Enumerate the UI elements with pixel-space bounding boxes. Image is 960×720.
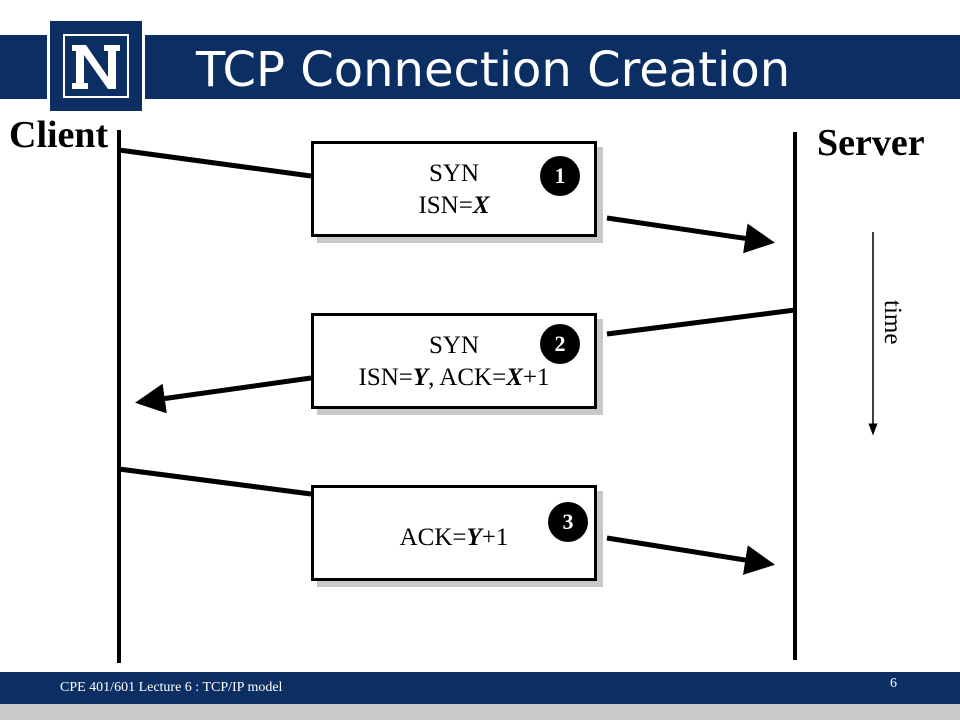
syn-message-box: SYN ISN=X 1 bbox=[311, 141, 597, 237]
syn-arrow-head bbox=[606, 215, 775, 254]
step-number-badge: 3 bbox=[548, 502, 588, 542]
page-title: TCP Connection Creation bbox=[196, 42, 791, 98]
message-text: , ACK= bbox=[428, 364, 507, 391]
variable-text: X bbox=[506, 364, 523, 391]
message-text: +1 bbox=[522, 364, 550, 391]
variable-text: Y bbox=[466, 524, 482, 551]
message-text: ISN= bbox=[418, 192, 473, 219]
ack-arrow-head bbox=[606, 535, 775, 575]
message-line-2: ISN=X bbox=[314, 190, 594, 222]
university-logo bbox=[47, 18, 145, 114]
server-label: Server bbox=[817, 122, 925, 164]
variable-text: Y bbox=[412, 364, 429, 391]
message-line-1: SYN bbox=[428, 332, 479, 359]
step-number-badge: 2 bbox=[540, 324, 580, 364]
message-line-2: ISN=Y, ACK=X+1 bbox=[314, 362, 594, 394]
ack-arrow-tail bbox=[118, 466, 312, 497]
client-label: Client bbox=[9, 114, 109, 156]
variable-text: X bbox=[472, 192, 490, 219]
footer-course-text: CPE 401/601 Lecture 6 : TCP/IP model bbox=[60, 680, 283, 695]
footer-bar bbox=[0, 672, 960, 704]
syn-arrow-tail bbox=[118, 147, 312, 179]
message-line-1: SYN bbox=[428, 160, 479, 187]
message-text: +1 bbox=[481, 524, 509, 551]
message-line-2: ACK=Y+1 bbox=[314, 522, 594, 554]
page-number: 6 bbox=[890, 676, 897, 691]
syn-ack-message-box: SYN ISN=Y, ACK=X+1 2 bbox=[311, 313, 597, 409]
header-bar bbox=[0, 35, 960, 99]
logo-n-icon bbox=[63, 34, 129, 98]
message-text: ACK= bbox=[399, 524, 467, 551]
ack-message-box: ACK=Y+1 3 bbox=[311, 485, 597, 581]
syn-ack-arrow-head bbox=[135, 375, 312, 414]
footer-strip bbox=[0, 704, 960, 720]
message-text: ISN= bbox=[358, 364, 413, 391]
syn-ack-arrow-tail bbox=[606, 307, 796, 337]
step-number-badge: 1 bbox=[540, 156, 580, 196]
time-label: time bbox=[879, 300, 906, 345]
